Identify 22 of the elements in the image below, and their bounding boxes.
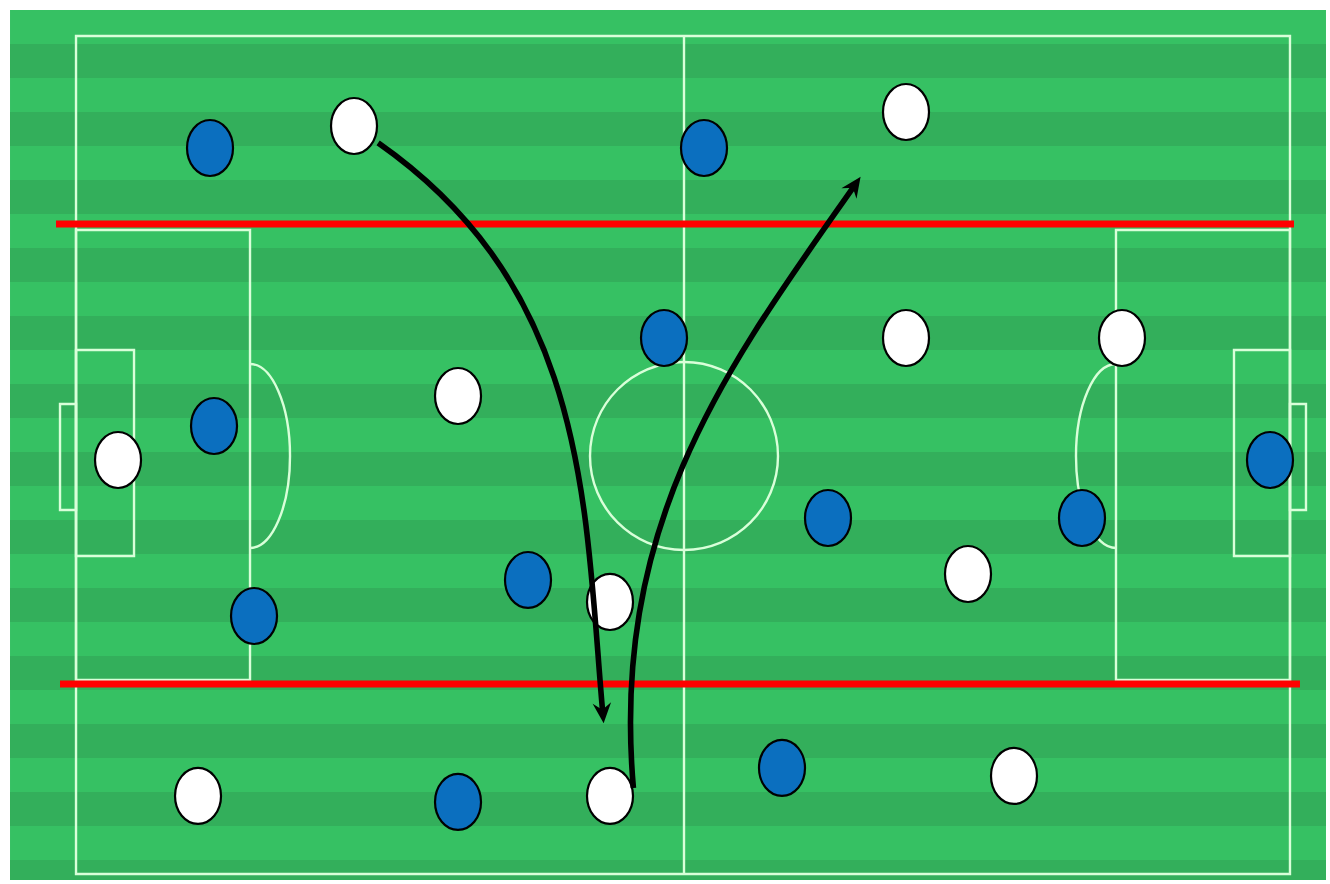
player-marker: [803, 488, 853, 548]
player-marker: [93, 430, 143, 490]
player-marker: [185, 118, 235, 178]
player-marker: [173, 766, 223, 826]
player-marker: [329, 96, 379, 156]
player-marker: [989, 746, 1039, 806]
player-marker: [503, 550, 553, 610]
player-marker: [585, 572, 635, 632]
player-marker: [679, 118, 729, 178]
player-marker: [881, 82, 931, 142]
player-marker: [757, 738, 807, 798]
player-marker: [1057, 488, 1107, 548]
player-marker: [433, 366, 483, 426]
player-marker: [881, 308, 931, 368]
player-marker: [1245, 430, 1295, 490]
player-marker: [639, 308, 689, 368]
player-marker: [1097, 308, 1147, 368]
player-marker: [229, 586, 279, 646]
player-marker: [189, 396, 239, 456]
player-marker: [585, 766, 635, 826]
player-marker: [433, 772, 483, 832]
player-marker: [943, 544, 993, 604]
